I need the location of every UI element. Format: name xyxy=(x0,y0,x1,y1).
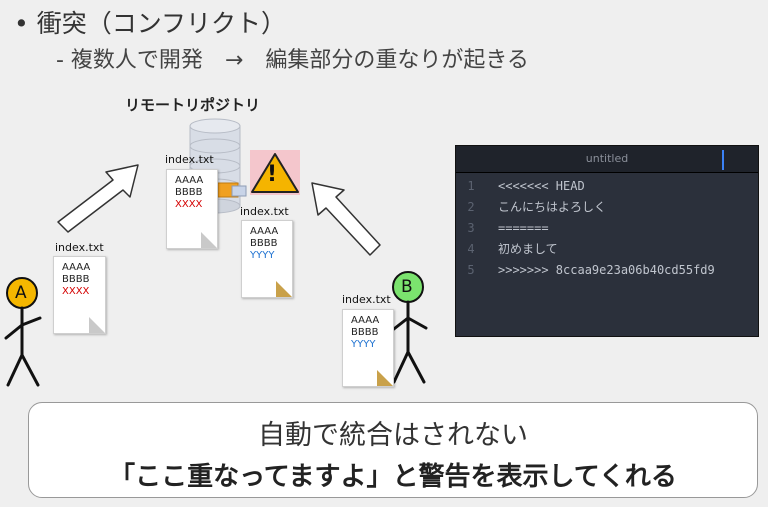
user-b-label: B xyxy=(401,277,413,297)
editor-tab[interactable]: untitled xyxy=(456,146,758,173)
push-arrow-a xyxy=(57,164,139,233)
text-editor-window: untitled 1 <<<<<<< HEAD 2 こんにちはよろしく 3 =====… xyxy=(455,145,759,337)
remote-file-name: index.txt xyxy=(165,153,214,166)
callout-line-1: 自動で統合はされない xyxy=(258,420,528,451)
remote-file-doc: AAAA BBBB XXXX xyxy=(166,169,218,249)
user-a-figure xyxy=(4,277,42,387)
code-text: こんにちはよろしく xyxy=(498,200,607,214)
file-line-changed: YYYY xyxy=(351,339,376,350)
line-number: 3 xyxy=(467,221,475,235)
file-line: BBBB xyxy=(175,187,203,198)
user-a-file-doc: AAAA BBBB XXXX xyxy=(53,256,106,334)
bullet-mark: • xyxy=(14,9,29,38)
file-line: AAAA xyxy=(62,262,91,273)
code-text: >>>>>>> 8ccaa9e23a06b40cd55fd9 xyxy=(498,263,715,277)
file-line-changed: YYYY xyxy=(250,250,275,261)
file-line: BBBB xyxy=(351,327,379,338)
push-arrow-b xyxy=(311,182,381,256)
page-fold xyxy=(276,281,292,297)
line-number: 1 xyxy=(467,179,475,193)
file-line: AAAA xyxy=(351,315,380,326)
file-line: BBBB xyxy=(62,274,90,285)
file-line: AAAA xyxy=(250,226,279,237)
editor-line[interactable]: 1 <<<<<<< HEAD xyxy=(456,176,585,197)
user-b-file-doc: AAAA BBBB YYYY xyxy=(342,309,394,387)
warning-icon xyxy=(250,150,300,195)
editor-line[interactable]: 3 ======= xyxy=(456,218,549,239)
page-fold xyxy=(377,370,393,386)
user-a-file-name: index.txt xyxy=(55,241,104,254)
file-line-changed: XXXX xyxy=(175,199,203,210)
code-text: 初めまして xyxy=(498,242,558,256)
code-text: ======= xyxy=(498,221,549,235)
warning-symbol: ! xyxy=(267,162,278,187)
line-number: 2 xyxy=(467,200,475,214)
editor-line[interactable]: 2 こんにちはよろしく xyxy=(456,197,606,218)
code-text: <<<<<<< HEAD xyxy=(498,179,585,193)
editor-tab-title: untitled xyxy=(585,152,629,165)
slide-title: • 衝突（コンフリクト） xyxy=(14,4,286,40)
slide-subtitle: - 複数人で開発 → 編集部分の重なりが起きる xyxy=(56,48,529,73)
file-line: AAAA xyxy=(175,175,204,186)
remote-repo-label: リモートリポジトリ xyxy=(125,96,261,114)
page-fold xyxy=(89,317,105,333)
line-number: 4 xyxy=(467,242,475,256)
line-number: 5 xyxy=(467,263,475,277)
user-b-file-name: index.txt xyxy=(342,293,391,306)
file-line-changed: XXXX xyxy=(62,286,90,297)
summary-callout: 自動で統合はされない 「ここ重なってますよ」と警告を表示してくれる xyxy=(28,402,758,498)
user-b-figure xyxy=(388,271,428,384)
page-fold xyxy=(201,232,217,248)
callout-line-2: 「ここ重なってますよ」と警告を表示してくれる xyxy=(109,462,677,492)
incoming-file-doc: AAAA BBBB YYYY xyxy=(241,220,293,298)
editor-line[interactable]: 4 初めまして xyxy=(456,239,558,260)
editor-line[interactable]: 5 >>>>>>> 8ccaa9e23a06b40cd55fd9 xyxy=(456,260,715,281)
slide-title-text: 衝突（コンフリクト） xyxy=(36,9,286,38)
user-a-label: A xyxy=(15,283,27,303)
incoming-file-name: index.txt xyxy=(240,205,289,218)
tab-indicator xyxy=(722,150,724,170)
file-line: BBBB xyxy=(250,238,278,249)
